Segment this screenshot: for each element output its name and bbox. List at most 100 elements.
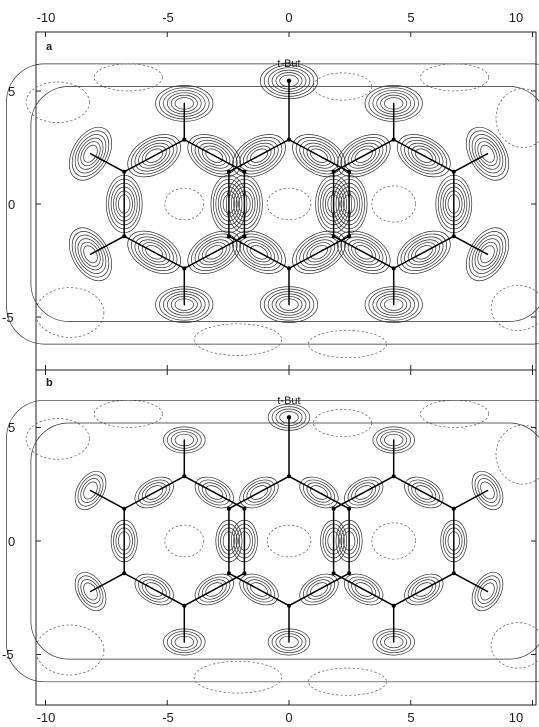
atom-dot (347, 234, 352, 239)
substituent-label: t-But (277, 58, 300, 70)
bond-line (332, 235, 395, 270)
density-contour (127, 230, 181, 274)
bond-line (453, 489, 489, 510)
bond-line (123, 138, 186, 173)
density-contour (336, 230, 391, 274)
bottom-x-tick-label: 0 (285, 710, 292, 725)
panel-b: b t-But 5 0 -5 (2, 369, 539, 706)
atom-dot (182, 266, 187, 271)
negative-contour (308, 667, 387, 696)
density-contour (131, 137, 178, 175)
bond-line (89, 235, 125, 256)
negative-contour (495, 424, 539, 485)
bond-line (89, 489, 125, 510)
negative-contour (93, 399, 163, 428)
density-contour (397, 230, 451, 274)
negative-contour (490, 285, 539, 331)
bond-line (332, 475, 395, 510)
negative-contour (35, 287, 105, 338)
atom-dot (287, 266, 291, 271)
bond-line (183, 572, 246, 607)
substituent-label: t-But (277, 395, 300, 407)
atom-dot (122, 234, 127, 239)
density-contour (232, 134, 286, 178)
y-tick-label: 5 (8, 84, 15, 99)
density-contour (232, 230, 286, 274)
panel-ticks (36, 370, 536, 705)
molecule-atoms (122, 415, 456, 608)
negative-contour (266, 187, 312, 221)
negative-contour (371, 185, 416, 223)
bottom-x-tick-label: -5 (162, 710, 174, 725)
panel-letter: a (46, 41, 53, 53)
bond-line (392, 475, 455, 510)
atom-dot (451, 571, 456, 576)
top-x-tick-label: 0 (285, 10, 292, 25)
panel-frame (35, 31, 537, 371)
bond-line (228, 138, 290, 173)
density-contour (336, 134, 391, 178)
bond-line (89, 152, 125, 173)
top-x-tick-label: 10 (509, 10, 523, 25)
bond-line (392, 138, 455, 173)
negative-contour (420, 63, 490, 92)
atom-dot (226, 571, 231, 576)
negative-contour (308, 330, 387, 359)
bond-line (453, 235, 489, 256)
atom-dot (331, 571, 336, 576)
atom-dot (331, 234, 336, 239)
negative-contour (25, 418, 90, 460)
density-contour (131, 233, 178, 271)
negative-contour (490, 622, 539, 669)
atom-dot (226, 234, 231, 239)
bond-line (123, 572, 186, 607)
bond-line (228, 475, 290, 510)
density-contour (397, 134, 451, 178)
atom-dot (347, 506, 352, 511)
bond-line (392, 572, 455, 607)
atom-dot (226, 506, 231, 511)
bond-line (332, 572, 395, 607)
y-tick-label: -5 (2, 647, 14, 662)
negative-contour (25, 81, 90, 123)
bond-line (123, 475, 186, 510)
bond-line (89, 572, 125, 593)
density-contour (127, 134, 181, 178)
bond-line (288, 572, 350, 607)
top-x-tick-label: -5 (162, 10, 174, 25)
negative-contour (93, 63, 163, 92)
density-contour (400, 137, 447, 175)
panel-a: a t-But 5 0 -5 (2, 31, 539, 371)
negative-contour (35, 624, 105, 676)
bond-line (332, 138, 395, 173)
y-tick-label: 0 (8, 197, 15, 212)
atom-dot (287, 137, 291, 142)
top-x-tick-label: 5 (407, 10, 414, 25)
negative-contour (164, 524, 205, 558)
atom-dot (242, 169, 247, 174)
atom-dot (182, 474, 187, 479)
bond-line (288, 138, 350, 173)
top-x-tick-label: -10 (37, 10, 56, 25)
atom-dot (122, 169, 127, 174)
atom-dot (242, 506, 247, 511)
negative-contour (266, 524, 312, 558)
atom-dot (391, 137, 396, 142)
envelope-contour (6, 63, 539, 345)
y-tick-label: 5 (8, 420, 15, 435)
atom-dot (331, 169, 336, 174)
bottom-x-tick-label: 5 (407, 710, 414, 725)
atom-dot (331, 506, 336, 511)
bond-line (228, 572, 290, 607)
bond-line (453, 152, 489, 173)
atom-dot (391, 266, 396, 271)
atom-dot (451, 169, 456, 174)
atom-dot (451, 234, 456, 239)
atom-dot (122, 571, 127, 576)
negative-contour (313, 72, 373, 101)
atom-dot (347, 571, 352, 576)
envelope-contour (6, 399, 539, 683)
tbut-atom-dot (286, 78, 292, 84)
top-x-tick-labels: -10 -5 0 5 10 (37, 10, 524, 25)
